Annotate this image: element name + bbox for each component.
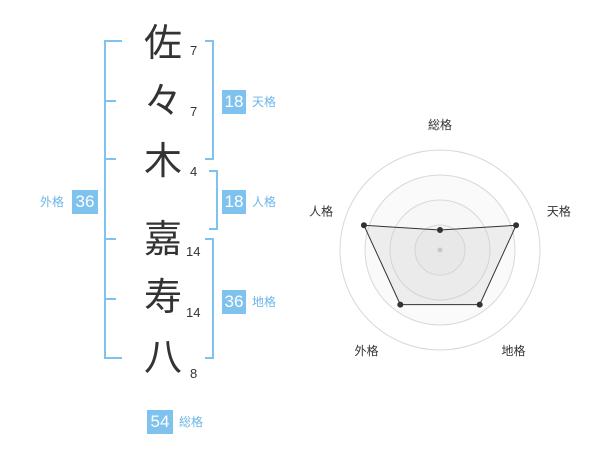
- jinkaku-badge: 18: [222, 190, 246, 214]
- name-char: 佐: [143, 21, 182, 65]
- gaikaku-badge: 36: [72, 190, 98, 214]
- chikaku-badge: 36: [222, 290, 246, 314]
- radar-point: [397, 301, 404, 308]
- radar-axis-label: 人格: [309, 203, 333, 218]
- radar-point: [513, 222, 520, 229]
- radar-axis-label: 総格: [428, 117, 452, 132]
- jinkaku-label: 人格: [252, 195, 277, 209]
- radar-axis-label: 外格: [355, 343, 379, 358]
- stroke-count: 14: [186, 305, 201, 320]
- soukaku-badge: 54: [147, 410, 173, 434]
- stroke-count: 7: [190, 43, 198, 58]
- stroke-count: 14: [186, 244, 201, 259]
- radar-axis-label: 地格: [501, 343, 525, 358]
- radar-center: [437, 247, 443, 253]
- radar-point: [360, 222, 367, 229]
- chikaku-label: 地格: [252, 295, 277, 309]
- stroke-count: 8: [190, 366, 198, 381]
- name-char: 八: [143, 335, 182, 379]
- stroke-count: 7: [190, 104, 198, 119]
- soukaku-label: 総格: [179, 415, 204, 429]
- radar-point: [437, 227, 443, 233]
- name-char: 木: [143, 139, 182, 183]
- radar-polygon: [363, 224, 517, 306]
- tenkaku-label: 天格: [252, 95, 277, 109]
- radar-point: [476, 301, 483, 308]
- gaikaku-label: 外格: [40, 195, 65, 209]
- name-char: 寿: [143, 275, 182, 319]
- radar-axis-label: 天格: [547, 203, 571, 218]
- stroke-count: 4: [190, 164, 198, 179]
- tenkaku-badge: 18: [222, 90, 246, 114]
- name-char: 嘉: [143, 217, 182, 261]
- name-char: 々: [143, 79, 182, 123]
